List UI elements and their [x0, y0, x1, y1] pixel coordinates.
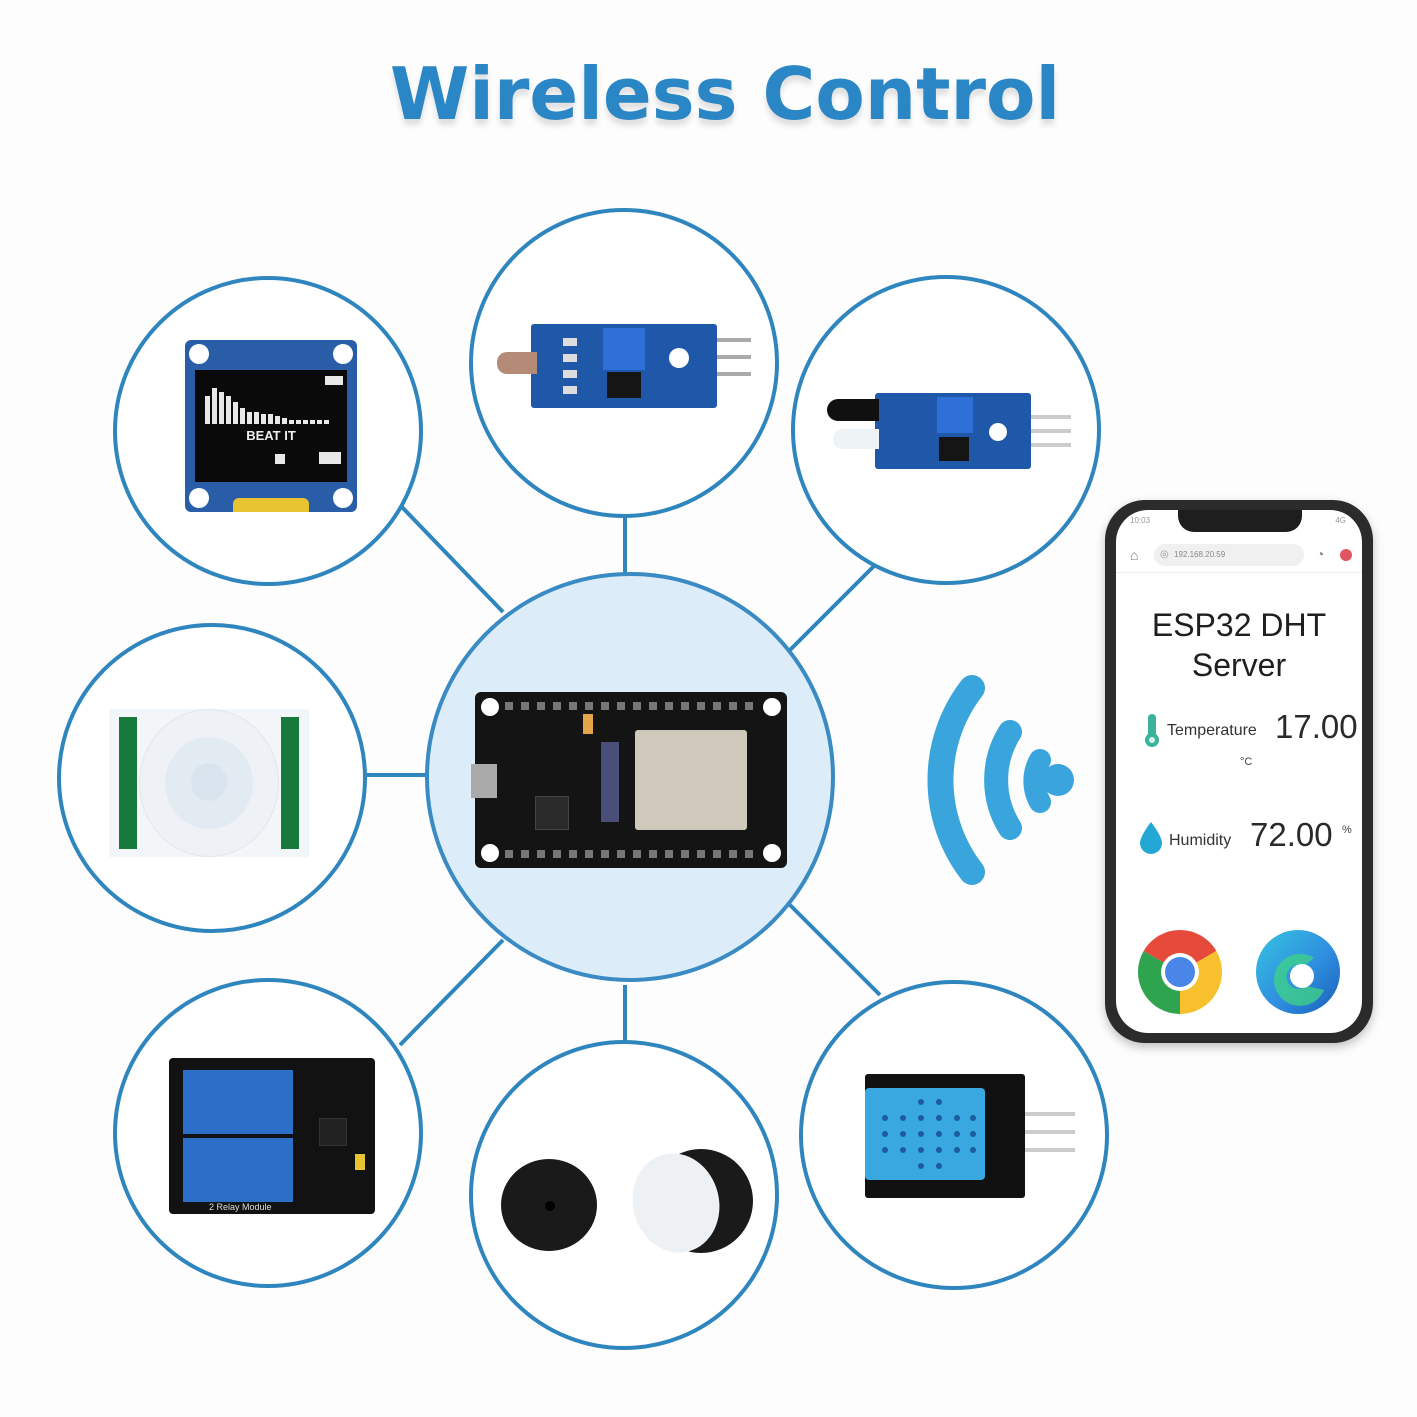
url-bar[interactable]: ◎ 192.168.20.59 [1154, 544, 1304, 566]
esp32-board-icon [471, 692, 787, 868]
dht-sensor-icon [865, 1074, 1025, 1198]
relay-board-text: 2 Relay Module [209, 1202, 272, 1212]
phone-screen: 10:03 4G ⌂ ◎ 192.168.20.59 ◔ ESP32 DHT S… [1116, 510, 1362, 1033]
phone-notch [1178, 510, 1302, 532]
temperature-label: Temperature [1167, 722, 1257, 739]
site-info-icon: ◎ [1160, 549, 1169, 560]
wifi-signal-icon [927, 675, 1074, 885]
oled-display-node: BEAT IT [113, 276, 423, 586]
pir-sensor-node [57, 623, 367, 933]
temperature-unit: °C [1240, 756, 1253, 768]
home-icon[interactable]: ⌂ [1130, 547, 1139, 563]
page-title: Wireless Control [389, 52, 1061, 136]
water-drop-icon [1140, 822, 1162, 854]
tabs-icon[interactable]: ◔ [1316, 546, 1325, 562]
menu-icon[interactable] [1340, 549, 1352, 561]
server-title: ESP32 DHT Server [1151, 607, 1327, 683]
light-sensor-node [469, 208, 779, 518]
pir-sensor-icon [109, 709, 309, 857]
temperature-value: 17.00 [1275, 708, 1358, 745]
chrome-icon[interactable] [1136, 928, 1224, 1016]
humidity-value: 72.00 [1250, 816, 1333, 853]
status-time: 10:03 [1130, 516, 1151, 525]
ir-sensor-icon [875, 393, 1031, 469]
url-text: 192.168.20.59 [1174, 550, 1226, 559]
esp32-center-node [425, 572, 835, 982]
oled-screen-text: BEAT IT [246, 428, 296, 443]
buzzer-icon [501, 1144, 756, 1262]
thermometer-icon [1145, 714, 1159, 747]
buzzer-node [469, 1040, 779, 1350]
humidity-unit: % [1342, 824, 1352, 836]
edge-icon[interactable] [1254, 928, 1342, 1016]
relay-module-icon: 2 Relay Module [169, 1058, 375, 1214]
relay-module-node: 2 Relay Module [113, 978, 423, 1288]
humidity-label: Humidity [1169, 832, 1232, 849]
oled-display-icon: BEAT IT [185, 340, 357, 512]
dht-sensor-node [799, 980, 1109, 1290]
ir-sensor-node [791, 275, 1101, 585]
status-network: 4G [1335, 516, 1346, 525]
smartphone: 10:03 4G ⌂ ◎ 192.168.20.59 ◔ ESP32 DHT S… [1105, 500, 1373, 1043]
light-sensor-icon [531, 324, 717, 408]
